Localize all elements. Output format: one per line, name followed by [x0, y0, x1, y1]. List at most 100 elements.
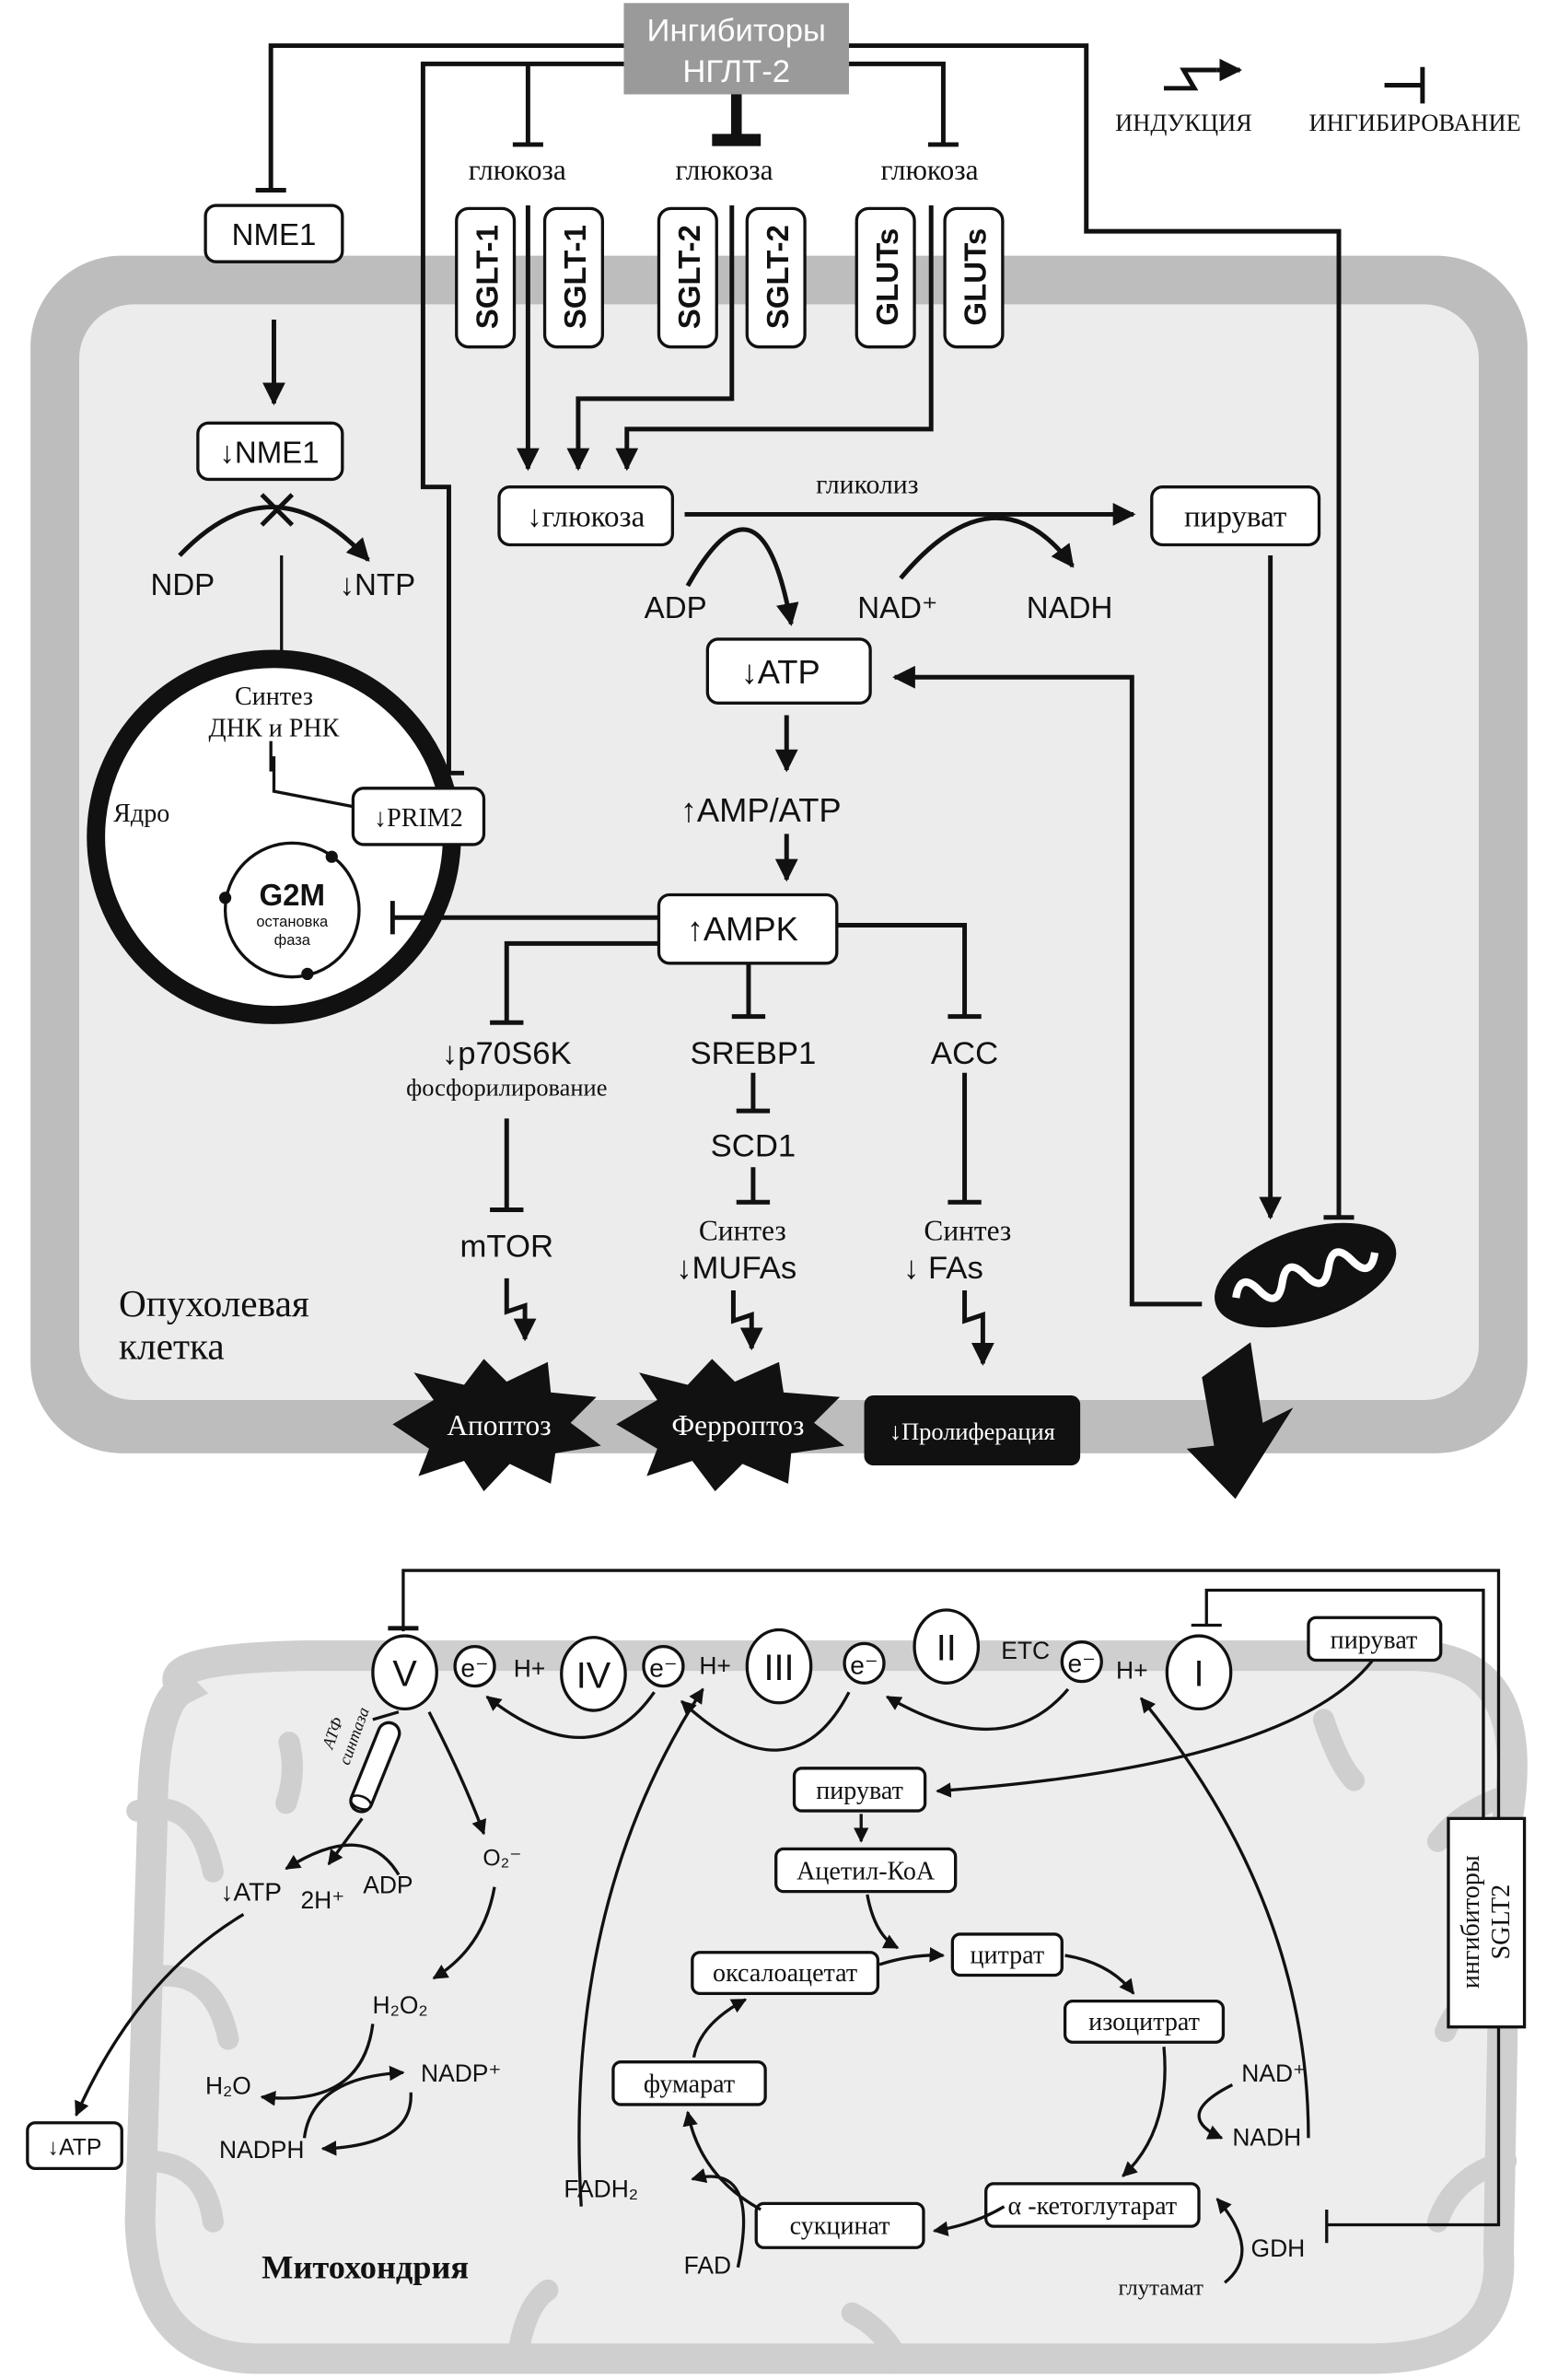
mito-adp-label: ADP — [363, 1871, 413, 1898]
mufa-synthesis-label: Синтез — [699, 1215, 786, 1247]
svg-text:пируват: пируват — [1184, 501, 1286, 534]
glucose-label: глюкоза — [881, 154, 979, 186]
proliferation-box: ↓Пролиферация — [864, 1395, 1081, 1466]
adp-label: ADP — [645, 591, 707, 625]
nme1-box: NME1 — [203, 204, 344, 263]
svg-text:SGLT2: SGLT2 — [1487, 1884, 1516, 1960]
transporter-sglt2: SGLT-2 — [762, 225, 796, 329]
nadp-label: NADP⁺ — [421, 2059, 501, 2087]
ampk-inhibition-lines — [390, 901, 982, 1212]
mitochondria-label: Митохондрия — [262, 2248, 469, 2285]
svg-text:e⁻: e⁻ — [460, 1654, 488, 1683]
complex-ii: II — [936, 1628, 957, 1669]
svg-text:ИНДУКЦИЯ: ИНДУКЦИЯ — [1115, 109, 1252, 136]
transporter-sglt2: SGLT-2 — [673, 225, 707, 329]
fadh2-label: FADH₂ — [564, 2176, 638, 2203]
svg-text:↓глюкоза: ↓глюкоза — [527, 501, 645, 534]
induction-arrows — [504, 1278, 994, 1366]
nme1-down-box: ↓NME1 — [196, 421, 344, 482]
glycolysis-label: гликолиз — [816, 470, 918, 499]
svg-text:цитрат: цитрат — [970, 1941, 1044, 1969]
mito-nadh-label: NADH — [1232, 2124, 1301, 2152]
apoptosis-burst: Апоптоз — [392, 1359, 601, 1492]
electron-flow-arrows — [485, 1657, 1376, 2207]
svg-text:H+: H+ — [1116, 1656, 1148, 1684]
svg-text:G2M: G2M — [260, 879, 326, 913]
transporters: SGLT-1 SGLT-1 SGLT-2 SGLT-2 GLUTs GLUTs — [455, 206, 1005, 349]
nadh-label: NADH — [1027, 591, 1113, 625]
acc-label: ACC — [931, 1036, 998, 1071]
inhibition-lines — [255, 43, 1355, 1220]
fa-synthesis-label: Синтез — [924, 1215, 1011, 1247]
transporter-sglt1: SGLT-1 — [471, 225, 505, 329]
pyruvate-out-box: пируват — [1307, 1616, 1443, 1662]
svg-text:↓ATP: ↓ATP — [741, 653, 820, 691]
nadph-label: NADPH — [219, 2136, 305, 2164]
ndp-label: NDP — [150, 568, 215, 602]
h2o2-label: H₂O₂ — [373, 1991, 428, 2019]
atp-out-box: ↓ATP — [26, 2121, 123, 2170]
svg-text:пируват: пируват — [1331, 1626, 1418, 1654]
sglt2-inhibitor-box: ингибиторы SGLT2 — [1447, 1816, 1527, 2029]
fad-label: FAD — [684, 2251, 731, 2279]
induction-icon — [1164, 67, 1217, 91]
svg-text:сукцинат: сукцинат — [790, 2211, 890, 2240]
complex-i: I — [1193, 1654, 1203, 1695]
pyruvate-in-box: пируват — [792, 1767, 927, 1813]
nucleus: Синтез ДНК и РНК Ядро ↓PRIM2 G2M останов… — [87, 649, 486, 1024]
h2o-label: H₂O — [205, 2071, 251, 2099]
sglt2-inhibitors-header: Ингибиторы НГЛТ-2 — [623, 3, 849, 95]
cell-label: Опухолевая — [119, 1282, 309, 1324]
tumor-cell — [30, 255, 1528, 1453]
svg-text:НГЛТ-2: НГЛТ-2 — [682, 54, 790, 89]
svg-text:ETC: ETC — [1001, 1637, 1050, 1664]
complex-v: V — [392, 1654, 417, 1695]
etc-complexes: V e⁻ H+ IV e⁻ H+ III e⁻ II ETC e⁻ H+ I — [371, 1608, 1233, 1712]
amp-atp-label: ↑AMP/ATP — [680, 791, 842, 829]
glucose-label: глюкоза — [676, 154, 773, 186]
svg-text:e⁻: e⁻ — [1068, 1650, 1096, 1678]
svg-text:Ацетил-КоА: Ацетил-КоА — [796, 1857, 936, 1885]
mtor-label: mTOR — [460, 1230, 554, 1265]
gdh-label: GDH — [1251, 2234, 1306, 2262]
svg-text:Ферроптоз: Ферроптоз — [671, 1409, 804, 1441]
citrate-box: цитрат — [950, 1932, 1064, 1978]
big-down-arrow — [1186, 1342, 1294, 1499]
svg-text:ингибиторы: ингибиторы — [1457, 1855, 1485, 1989]
nad-label: NAD⁺ — [857, 591, 937, 625]
glucose-label: глюкоза — [469, 154, 566, 186]
scd1-label: SCD1 — [711, 1129, 796, 1164]
mito-atp-label: ↓ATP — [220, 1878, 282, 1907]
mufa-label: ↓MUFAs — [676, 1251, 796, 1286]
atp-ros-arrows — [75, 1710, 496, 2156]
transporter-sglt1: SGLT-1 — [559, 225, 593, 329]
svg-text:остановка: остановка — [256, 913, 329, 930]
svg-text:Ядро: Ядро — [113, 799, 169, 828]
svg-text:изоцитрат: изоцитрат — [1088, 2008, 1200, 2036]
complex-iii: III — [763, 1648, 794, 1688]
phosphorylation-label: фосфорилирование — [406, 1074, 607, 1102]
p70s6k-label: ↓p70S6K — [442, 1036, 572, 1071]
block-x-icon — [260, 493, 295, 527]
ntp-label: ↓NTP — [340, 568, 416, 602]
svg-text:Синтез: Синтез — [235, 682, 313, 711]
protons-label: 2H⁺ — [300, 1886, 344, 1914]
acetyl-coa-box: Ацетил-КоА — [774, 1847, 958, 1894]
ampk-box: ↑AMPK — [657, 892, 839, 965]
svg-text:↑AMPK: ↑AMPK — [687, 910, 798, 948]
svg-text:↓ATP: ↓ATP — [48, 2135, 102, 2160]
oxaloacetate-box: оксалоацетат — [691, 1951, 880, 1995]
svg-text:e⁻: e⁻ — [850, 1651, 878, 1679]
svg-text:NME1: NME1 — [232, 218, 317, 252]
svg-text:↓Пролиферация: ↓Пролиферация — [889, 1418, 1055, 1445]
pyruvate-box: пируват — [1150, 485, 1321, 547]
ferroptosis-burst: Ферроптоз — [616, 1359, 845, 1492]
svg-text:↓NME1: ↓NME1 — [219, 436, 319, 470]
complex-iv: IV — [576, 1655, 611, 1696]
isocitrate-box: изоцитрат — [1063, 1999, 1226, 2044]
tca-arrows — [682, 1894, 1244, 2284]
svg-text:H+: H+ — [699, 1651, 731, 1679]
legend: ИНДУКЦИЯ ИНГИБИРОВАНИЕ — [1115, 58, 1521, 136]
srebp1-label: SREBP1 — [690, 1036, 816, 1071]
